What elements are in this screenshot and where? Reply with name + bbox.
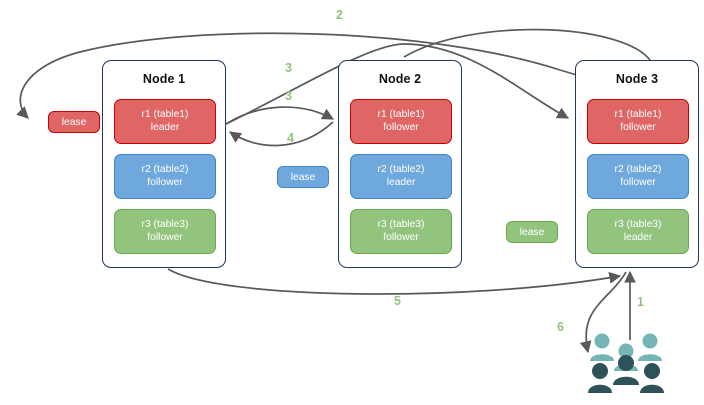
step-label-5: 5 [394,294,401,308]
node-card-node2[interactable]: Node 2 r1 (table1) follower r2 (table2) … [338,60,462,268]
replica-role: leader [386,176,416,188]
replica-name: r1 (table1) [141,108,189,120]
node-title: Node 1 [142,72,186,86]
replica-r2[interactable]: r2 (table2) leader [350,154,452,199]
arrow-step-3-to-node2 [225,106,335,125]
lease-badge-r3[interactable]: lease [506,221,558,243]
replica-name: r2 (table2) [614,163,662,175]
replica-role: leader [623,231,653,243]
replica-role: follower [620,176,656,188]
lease-badge-r2[interactable]: lease [277,166,329,188]
node-card-node3[interactable]: Node 3 r1 (table1) follower r2 (table2) … [575,60,699,268]
replica-role: leader [150,121,180,133]
replica-r3[interactable]: r3 (table3) leader [587,209,689,254]
step-label-1: 1 [637,295,644,309]
replica-role: follower [147,231,183,243]
step-label-6: 6 [557,320,564,334]
replica-r1[interactable]: r1 (table1) follower [587,99,689,144]
node-title: Node 2 [378,72,422,86]
replica-role: follower [383,121,419,133]
step-label-3-lower: 3 [285,89,292,103]
node-title: Node 3 [615,72,659,86]
step-label-4: 4 [287,131,294,145]
replica-r3[interactable]: r3 (table3) follower [350,209,452,254]
replica-r3[interactable]: r3 (table3) follower [114,209,216,254]
replica-name: r1 (table1) [377,108,425,120]
replica-name: r2 (table2) [377,163,425,175]
step-label-3-upper: 3 [285,61,292,75]
replica-role: follower [383,231,419,243]
node-card-node1[interactable]: Node 1 r1 (table1) leader r2 (table2) fo… [102,60,226,268]
replica-name: r1 (table1) [614,108,662,120]
replica-r1[interactable]: r1 (table1) follower [350,99,452,144]
replica-name: r2 (table2) [141,163,189,175]
replica-role: follower [147,176,183,188]
lease-badge-r1[interactable]: lease [48,111,100,133]
arrow-step-4 [229,121,334,147]
replica-role: follower [620,121,656,133]
replica-r2[interactable]: r2 (table2) follower [587,154,689,199]
replica-name: r3 (table3) [614,218,662,230]
replica-r2[interactable]: r2 (table2) follower [114,154,216,199]
replica-name: r3 (table3) [141,218,189,230]
replica-name: r3 (table3) [377,218,425,230]
users-group-icon [588,333,664,393]
replica-r1[interactable]: r1 (table1) leader [114,99,216,144]
step-label-2: 2 [336,8,343,22]
arrow-step-5 [167,268,622,295]
